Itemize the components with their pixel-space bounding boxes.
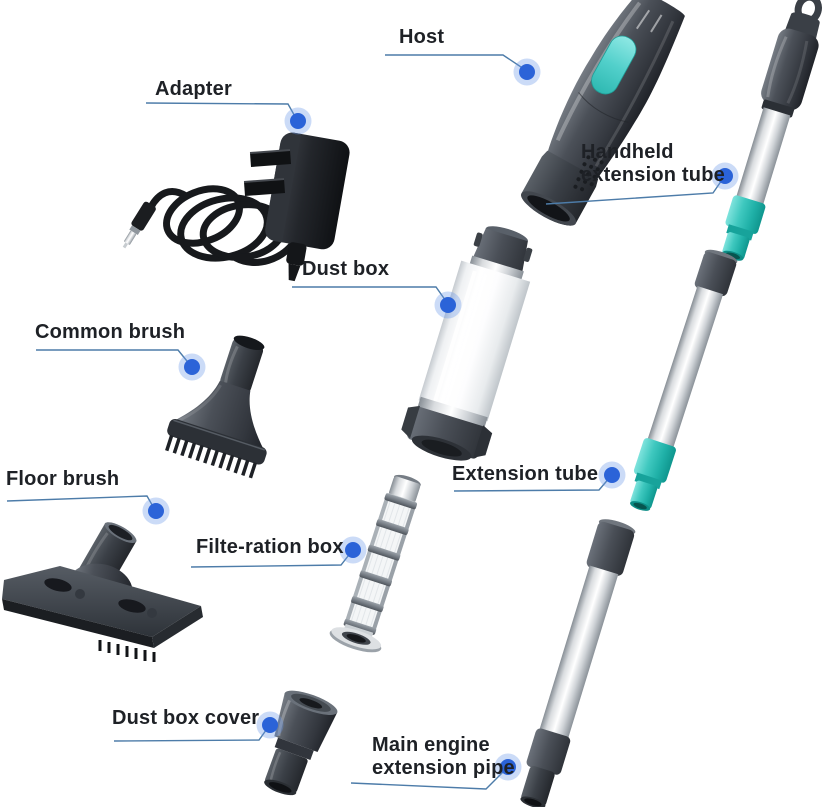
handheld-extension-tube-image [722, 0, 822, 261]
callout-line-main-engine-extension-pipe [350, 767, 508, 790]
label-extension-tube: Extension tube [452, 463, 599, 485]
callout-dot-host [513, 58, 541, 86]
label-common-brush: Common brush [35, 321, 186, 343]
filteration-box-image [329, 474, 421, 653]
callout-dot-main-engine-extension-pipe [494, 753, 522, 781]
adapter-image [122, 132, 350, 282]
label-host: Host [399, 26, 445, 48]
callout-dot-dust-box-cover [256, 711, 284, 739]
callout-dot-handheld-extension-tube [711, 162, 739, 190]
label-dust-box-cover: Dust box cover [112, 707, 260, 729]
dust-box-cover-image [264, 690, 338, 796]
label-handheld-extension-tube: Handheld extension tube [581, 141, 725, 186]
dust-box-image [401, 226, 533, 461]
main-engine-extension-pipe-image [520, 519, 636, 807]
callout-dot-filteration-box [339, 536, 367, 564]
callout-line-common-brush [36, 349, 192, 367]
label-dust-box: Dust box [302, 258, 390, 280]
callout-dot-dust-box [434, 291, 462, 319]
label-adapter: Adapter [155, 78, 232, 100]
extension-tube-image [630, 249, 738, 511]
floor-brush-image [2, 522, 203, 662]
callout-line-adapter [145, 102, 298, 121]
common-brush-image [165, 335, 267, 479]
label-filteration-box: Filte-ration box [196, 536, 344, 558]
host-image [521, 0, 685, 226]
label-floor-brush: Floor brush [6, 468, 120, 490]
callout-dot-adapter [284, 107, 312, 135]
callout-dot-floor-brush [142, 497, 170, 525]
callout-dots [142, 58, 739, 781]
callout-dot-common-brush [178, 353, 206, 381]
callout-line-floor-brush [6, 495, 156, 511]
label-main-engine-extension-pipe: Main engine extension pipe [372, 734, 515, 779]
callout-line-host [385, 54, 528, 72]
callout-dot-extension-tube [598, 461, 626, 489]
callout-line-dust-box [292, 286, 449, 305]
